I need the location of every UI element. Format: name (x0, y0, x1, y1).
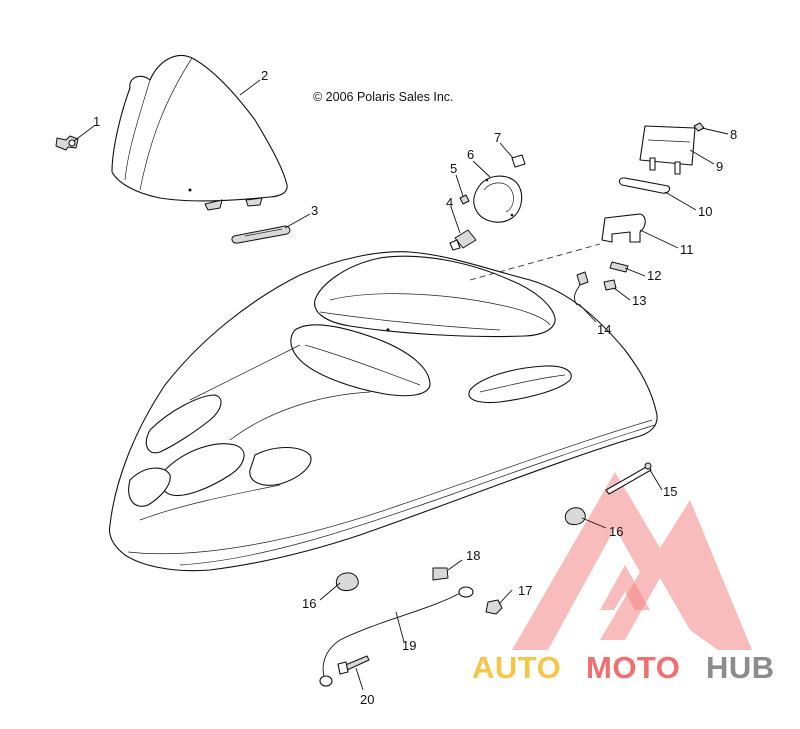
watermark-logo (512, 472, 752, 650)
callout-2: 2 (261, 68, 268, 83)
gauge-parts (449, 154, 526, 251)
callout-5: 5 (450, 161, 457, 176)
copyright-text: © 2006 Polaris Sales Inc. (313, 90, 454, 104)
callout-18: 18 (466, 548, 480, 563)
callout-16-right: 16 (609, 524, 623, 539)
callout-16-left: 16 (302, 596, 316, 611)
callout-19: 19 (402, 638, 416, 653)
callout-3: 3 (311, 203, 318, 218)
callout-20: 20 (360, 692, 374, 707)
callout-6: 6 (467, 147, 474, 162)
callout-numbers: 1 2 3 4 5 6 7 8 9 10 11 12 13 14 15 16 1… (93, 68, 737, 707)
light-parts (573, 122, 705, 306)
callout-9: 9 (716, 159, 723, 174)
strap-3 (231, 225, 291, 244)
windshield (111, 54, 288, 211)
watermark-triangle (512, 472, 752, 650)
callout-1: 1 (93, 114, 100, 129)
callout-11: 11 (680, 242, 694, 257)
hood (108, 251, 658, 572)
watermark-word-hub: HUB (706, 650, 775, 685)
leader-lines (73, 79, 729, 691)
callout-7: 7 (494, 130, 501, 145)
watermark-word-moto: MOTO (586, 650, 680, 685)
screw-1 (55, 135, 79, 151)
callout-14: 14 (597, 322, 611, 337)
callout-10: 10 (698, 204, 712, 219)
lower-hardware (319, 462, 652, 687)
callout-4: 4 (446, 195, 453, 210)
watermark-word-auto: AUTO (472, 650, 561, 685)
callout-17: 17 (518, 583, 532, 598)
callout-12: 12 (647, 268, 661, 283)
watermark-inner-g (600, 565, 650, 610)
callout-15: 15 (663, 484, 677, 499)
callout-13: 13 (632, 293, 646, 308)
watermark-wordmark: AUTO MOTO HUB (472, 650, 775, 685)
callout-8: 8 (730, 127, 737, 142)
